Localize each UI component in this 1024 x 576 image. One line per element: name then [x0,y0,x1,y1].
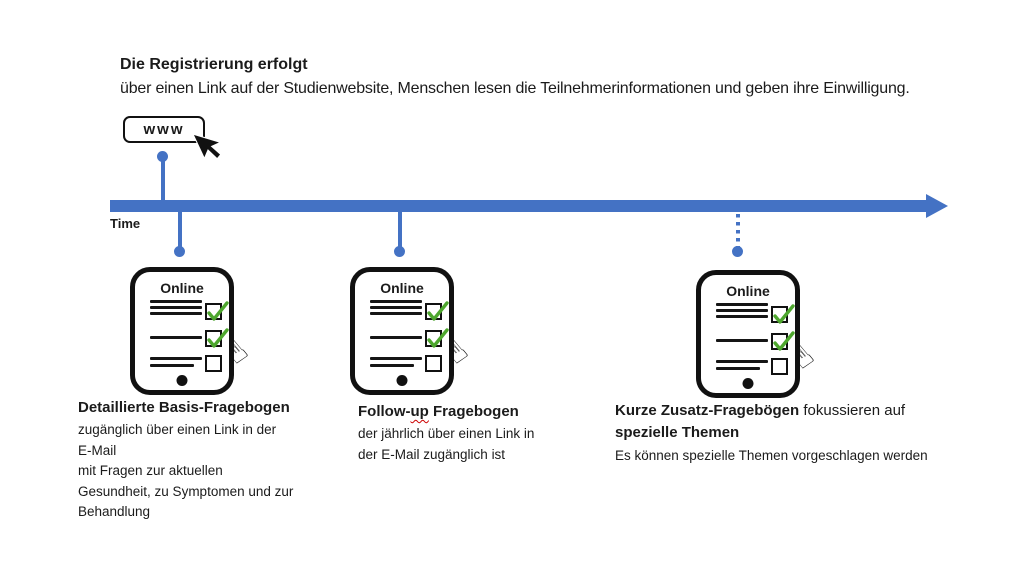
caption-line: der jährlich über einen Link in [358,426,535,441]
tablet-text-line [150,300,202,303]
checkmark-icon [427,328,449,348]
caption-line: zugänglich über einen Link in der [78,422,277,437]
checkbox-checked [205,301,229,321]
tablet-text-line [716,315,768,318]
checkbox-checked [205,328,229,348]
tablet-online-3: Online [696,270,800,398]
caption-basis-fragebogen: Detaillierte Basis-Fragebogen zugänglich… [78,397,293,523]
caption-title-part: Fragebogen [428,403,519,420]
tablet1-connector-dot [174,246,185,257]
tablet-text-line [370,336,422,339]
caption-followup-fragebogen: Follow-up Fragebogen der jährlich über e… [358,401,534,465]
home-button-dot [742,378,754,389]
checkmark-icon [427,301,449,321]
tablet-text-line [370,300,422,303]
tablet-text-line [370,357,422,360]
page-title: Die Registrierung erfolgt [120,56,308,73]
caption-title: Detaillierte Basis-Fragebogen [78,399,290,416]
tablet-text-line [370,364,414,367]
checkbox-checked [425,328,449,348]
tablet-text-line [150,306,202,309]
tablet1-connector-line [178,212,182,249]
timeline-bar [110,200,926,212]
caption-zusatz-fragebogen: Kurze Zusatz-Fragebögen fokussieren auf … [615,400,928,467]
mouse-arrow-cursor-icon [191,133,222,160]
www-label: www [143,121,185,138]
www-link-box: www [123,116,205,143]
home-button-dot [176,375,188,386]
tablet-online-2: Online [350,267,454,395]
checkmark-icon [773,304,795,324]
tablet-text-line [716,309,768,312]
tablet-online-1: Online [130,267,234,395]
www-connector-dot [157,151,168,162]
checkbox-empty [425,355,442,372]
checkbox-checked [771,331,795,351]
home-button-dot [396,375,408,386]
caption-title: Follow-up Fragebogen [358,401,534,422]
tablet3-connector-dot [732,246,743,257]
caption-line: der E-Mail zugänglich ist [358,446,506,462]
checkmark-icon [773,331,795,351]
tablet3-connector-dotted-line [736,214,740,247]
caption-title-regular: fokussieren auf [799,402,906,419]
tablet-label: Online [380,280,424,296]
checkbox-empty [205,355,222,372]
www-connector-line [161,158,165,202]
caption-line: Gesundheit, zu Symptomen und zur [78,483,294,499]
page-subtitle: über einen Link auf der Studienwebsite, … [120,80,910,97]
caption-title-bold: spezielle Themen [615,423,740,441]
tablet-label: Online [726,283,770,299]
tablet-text-line [150,336,202,339]
caption-line: Es können spezielle Themen vorgeschlagen… [615,448,928,463]
spellcheck-squiggle: up [410,403,429,420]
tablet-text-line [150,364,194,367]
timeline-label: Time [110,216,141,231]
tablet-label: Online [160,280,204,296]
tablet2-connector-line [398,212,402,249]
tablet-text-line [150,312,202,315]
caption-title: Kurze Zusatz-Fragebögen fokussieren auf [615,400,928,422]
caption-title-part: Follow- [358,403,411,420]
tablet-text-line [716,303,768,306]
tablet2-connector-dot [394,246,405,257]
caption-line: mit Fragen zur aktuellen [78,463,223,478]
caption-line: E-Mail [78,442,117,458]
caption-title-bold: Kurze Zusatz-Fragebögen [615,402,800,419]
checkmark-icon [207,301,229,321]
timeline-arrowhead [926,194,948,218]
tablet-text-line [150,357,202,360]
tablet-text-line [716,360,768,363]
tablet-text-line [370,306,422,309]
tablet-text-line [716,339,768,342]
checkbox-empty [771,358,788,375]
checkmark-icon [207,328,229,348]
checkbox-checked [425,301,449,321]
caption-line: Behandlung [78,504,151,519]
tablet-text-line [716,367,760,370]
tablet-text-line [370,312,422,315]
checkbox-checked [771,304,795,324]
